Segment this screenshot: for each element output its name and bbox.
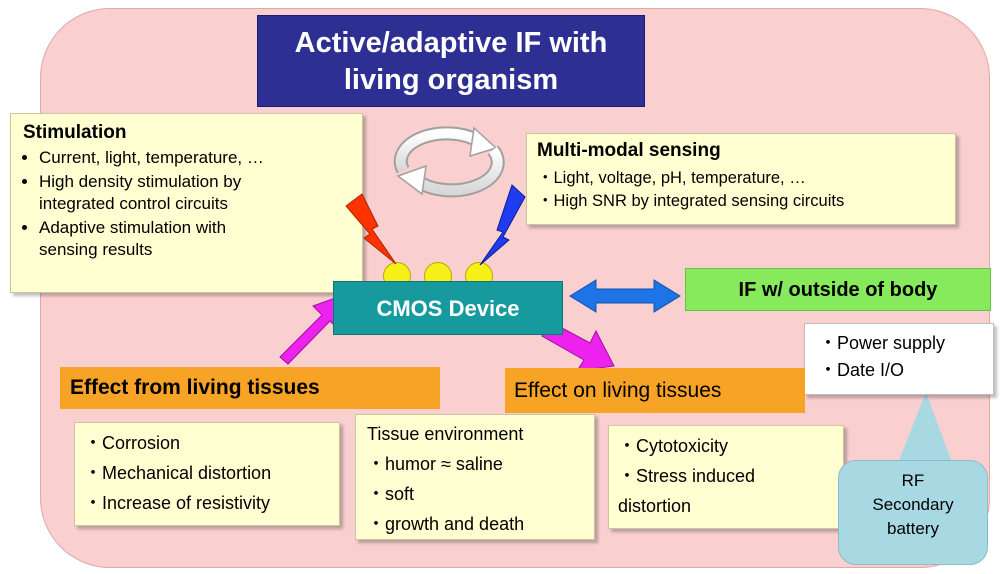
- rf-line: Secondary: [872, 495, 954, 514]
- rf-battery-callout: RF Secondary battery: [838, 460, 988, 565]
- effect-from-list: ・Corrosion ・Mechanical distortion ・Incre…: [74, 422, 340, 526]
- stimulation-box: Stimulation Current, light, temperature,…: [10, 113, 363, 293]
- effect-from-heading: Effect from living tissues: [60, 367, 440, 409]
- effect-on-heading: Effect on living tissues: [505, 368, 805, 413]
- diagram-title: Active/adaptive IF with living organism: [257, 15, 645, 107]
- multimodal-item: ・Light, voltage, pH, temperature, …: [537, 169, 806, 187]
- tissue-item: ・growth and death: [367, 514, 525, 534]
- effect-on-item: distortion: [618, 496, 692, 516]
- effect-on-item: ・Cytotoxicity: [618, 436, 729, 456]
- power-item: ・Date I/O: [819, 360, 905, 380]
- effect-from-item: ・Corrosion: [84, 433, 181, 453]
- title-line-1: Active/adaptive IF with: [294, 27, 608, 59]
- power-item: ・Power supply: [819, 333, 946, 353]
- tissue-environment-box: Tissue environment ・humor ≈ saline ・soft…: [355, 414, 595, 540]
- effect-from-item: ・Mechanical distortion: [84, 463, 272, 483]
- rf-line: battery: [887, 519, 939, 538]
- tissue-item: ・humor ≈ saline: [367, 454, 503, 474]
- blue-lightning-icon: [479, 184, 526, 266]
- rf-callout-pointer: [896, 392, 954, 468]
- red-lightning-icon: [345, 193, 397, 265]
- multimodal-heading: Multi-modal sensing: [537, 140, 721, 161]
- multimodal-sensing-box: Multi-modal sensing ・Light, voltage, pH,…: [526, 133, 956, 225]
- title-line-2: living organism: [343, 64, 559, 96]
- tissue-item: ・soft: [367, 484, 415, 504]
- power-data-box: ・Power supply ・Date I/O: [804, 323, 994, 395]
- tissue-heading: Tissue environment: [367, 424, 524, 444]
- if-outside-label: IF w/ outside of body: [685, 268, 991, 311]
- multimodal-item: ・High SNR by integrated sensing circuits: [537, 192, 845, 210]
- effect-from-item: ・Increase of resistivity: [84, 493, 271, 513]
- bidirectional-arrow-icon: [569, 279, 681, 313]
- rf-line: RF: [901, 471, 925, 490]
- effect-on-item: ・Stress induced: [618, 466, 756, 486]
- effect-on-list: ・Cytotoxicity ・Stress induced distortion: [608, 425, 844, 529]
- cmos-device: CMOS Device: [333, 281, 563, 335]
- stimulation-item: Current, light, temperature, …: [39, 147, 362, 169]
- stimulation-heading: Stimulation: [23, 122, 127, 143]
